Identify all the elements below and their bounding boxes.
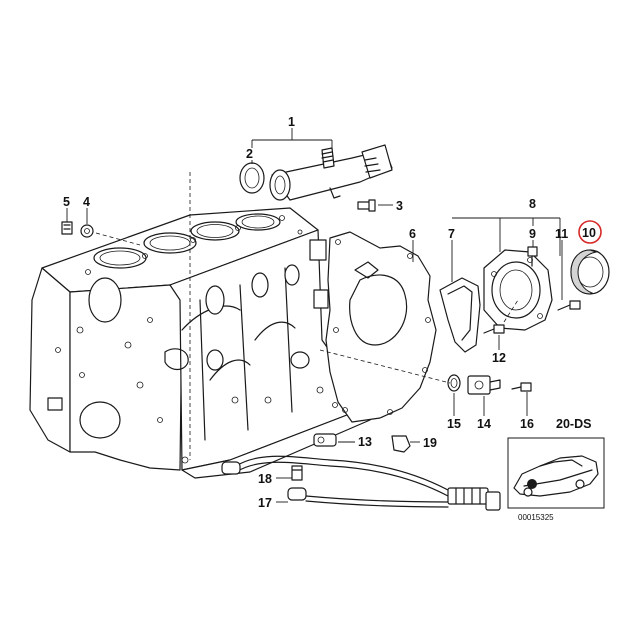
callout-4: 4 [83,195,90,209]
bolt-item-11 [557,300,581,311]
coolant-pipe-group [269,144,393,201]
callout-2: 2 [246,147,253,161]
inset-code: 00015325 [518,513,554,522]
callout-17: 17 [258,496,272,510]
radial-shaft-seal-item-10 [570,249,610,295]
callout-11: 11 [555,227,568,241]
alignment-line-seal [503,299,519,323]
callout-15: 15 [447,417,461,431]
washer-item-4 [80,224,94,238]
callout-19: 19 [423,436,437,450]
bolt-item-5 [61,221,73,235]
rear-end-plate [325,231,437,423]
alignment-line-bolt [95,232,141,246]
plug-item-19 [391,435,411,453]
callout-6: 6 [409,227,416,241]
pipe-gasket-ring [239,162,265,194]
bolt-item-18 [291,465,303,481]
knock-sensor-harness [221,455,501,511]
car-silhouette-icon [513,455,599,497]
callout-8: 8 [529,197,536,211]
leader-lines [66,128,563,503]
engine-block-drawing [29,207,371,479]
callout-13: 13 [358,435,372,449]
oring-item-15 [447,374,461,392]
bolt-item-9 [527,246,538,267]
callout-16: 16 [520,417,534,431]
highlight-ring-callout-10 [578,220,602,244]
sensor-item-14 [467,375,501,395]
inset-label: 20-DS [556,417,591,431]
callout-9: 9 [529,227,536,241]
seal-housing [483,249,553,331]
callout-18: 18 [258,472,272,486]
bolt-item-12 [483,324,505,334]
seal-carrier-gasket [439,277,481,353]
callout-7: 7 [448,227,455,241]
pipe-gasket-ring-inner [244,167,260,189]
pipe-bolt [357,199,376,212]
alignment-line-sensor [319,349,451,384]
callout-1: 1 [288,115,295,129]
knock-sensor-item-13 [313,433,337,447]
callout-12: 12 [492,351,506,365]
callout-5: 5 [63,195,70,209]
bolt-item-16 [511,382,532,392]
sensor-item-17 [287,487,307,501]
callout-10: 10 [582,226,596,240]
callout-14: 14 [477,417,491,431]
callout-3: 3 [396,199,403,213]
